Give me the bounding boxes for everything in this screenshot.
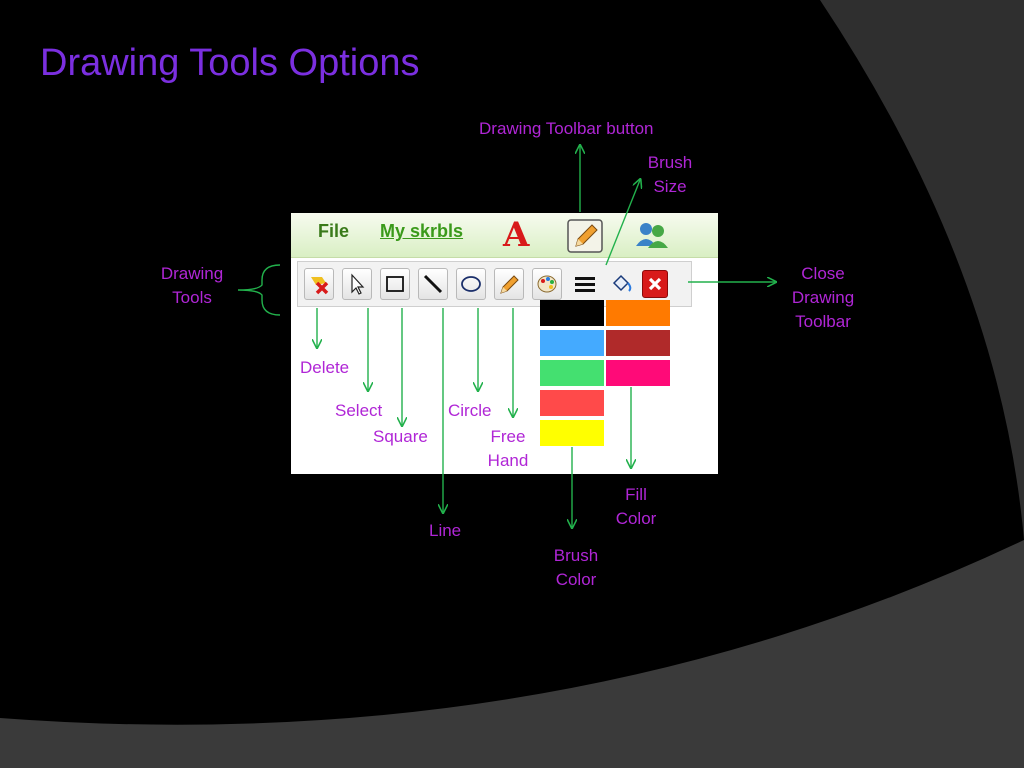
label-drawing-toolbar-button: Drawing Toolbar button — [479, 119, 654, 138]
label-line: Drawing — [791, 288, 855, 307]
brush-color-swatch[interactable] — [540, 300, 604, 326]
paint-bucket-icon — [612, 274, 632, 292]
label-line: Toolbar — [795, 312, 851, 331]
fill-color-tool[interactable] — [606, 268, 636, 300]
users-icon[interactable] — [634, 220, 670, 250]
label-brush-color: Brush Color — [546, 544, 606, 592]
label-line: Brush — [553, 546, 599, 565]
close-toolbar-button[interactable] — [642, 270, 668, 298]
brush-color-swatch[interactable] — [540, 420, 604, 446]
label-line: Drawing — [160, 264, 224, 283]
text-tool-icon[interactable]: A — [503, 215, 530, 255]
palette-icon — [537, 275, 557, 293]
fill-color-swatch[interactable] — [606, 300, 670, 326]
menu-file[interactable]: File — [318, 221, 350, 241]
delete-tool[interactable] — [304, 268, 334, 300]
app-top-menu-bar: File My skrbls A — [291, 213, 718, 258]
label-circle: Circle — [448, 401, 492, 420]
label-brush-size: Brush Size — [641, 151, 699, 199]
fill-color-swatch[interactable] — [606, 360, 670, 386]
label-line-tool: Line — [429, 521, 462, 540]
ellipse-icon — [461, 276, 481, 292]
line-tool[interactable] — [418, 268, 448, 300]
label-close-drawing-toolbar: Close Drawing Toolbar — [783, 262, 863, 334]
brush-color-swatch[interactable] — [540, 390, 604, 416]
line-weight-icon — [575, 277, 595, 292]
cursor-icon — [351, 273, 365, 295]
circle-tool[interactable] — [456, 268, 486, 300]
label-line: Hand — [487, 451, 529, 470]
label-square: Square — [373, 427, 428, 446]
label-select: Select — [335, 401, 383, 420]
drawing-toolbar-button[interactable] — [567, 219, 603, 253]
fill-color-swatch[interactable] — [606, 330, 670, 356]
label-line: Fill — [625, 485, 647, 504]
delete-icon — [311, 277, 329, 295]
drawing-toolbar — [297, 261, 692, 307]
square-tool[interactable] — [380, 268, 410, 300]
label-line: Free — [490, 427, 526, 446]
square-icon — [386, 276, 404, 292]
app-screenshot: File My skrbls A — [291, 213, 718, 474]
slide-title: Drawing Tools Options — [40, 42, 420, 84]
label-delete: Delete — [300, 358, 350, 377]
pencil-icon — [567, 219, 603, 253]
select-tool[interactable] — [342, 268, 372, 300]
label-line: Color — [555, 570, 597, 589]
free-hand-tool[interactable] — [494, 268, 524, 300]
label-line: Tools — [172, 288, 212, 307]
label-line: Brush — [647, 153, 693, 172]
brush-color-swatch[interactable] — [540, 360, 604, 386]
brush-color-tool[interactable] — [532, 268, 562, 300]
pencil-icon — [500, 275, 519, 294]
label-fill-color: Fill Color — [607, 483, 665, 531]
close-icon — [648, 277, 662, 291]
label-line: Close — [801, 264, 845, 283]
line-icon — [423, 274, 443, 294]
brush-color-swatch[interactable] — [540, 330, 604, 356]
label-line: Size — [653, 177, 687, 196]
label-line: Color — [615, 509, 657, 528]
brush-size-tool[interactable] — [570, 268, 600, 300]
label-drawing-tools: Drawing Tools — [152, 262, 232, 310]
menu-my-skrbls[interactable]: My skrbls — [380, 221, 464, 241]
label-free-hand: Free Hand — [482, 425, 534, 473]
